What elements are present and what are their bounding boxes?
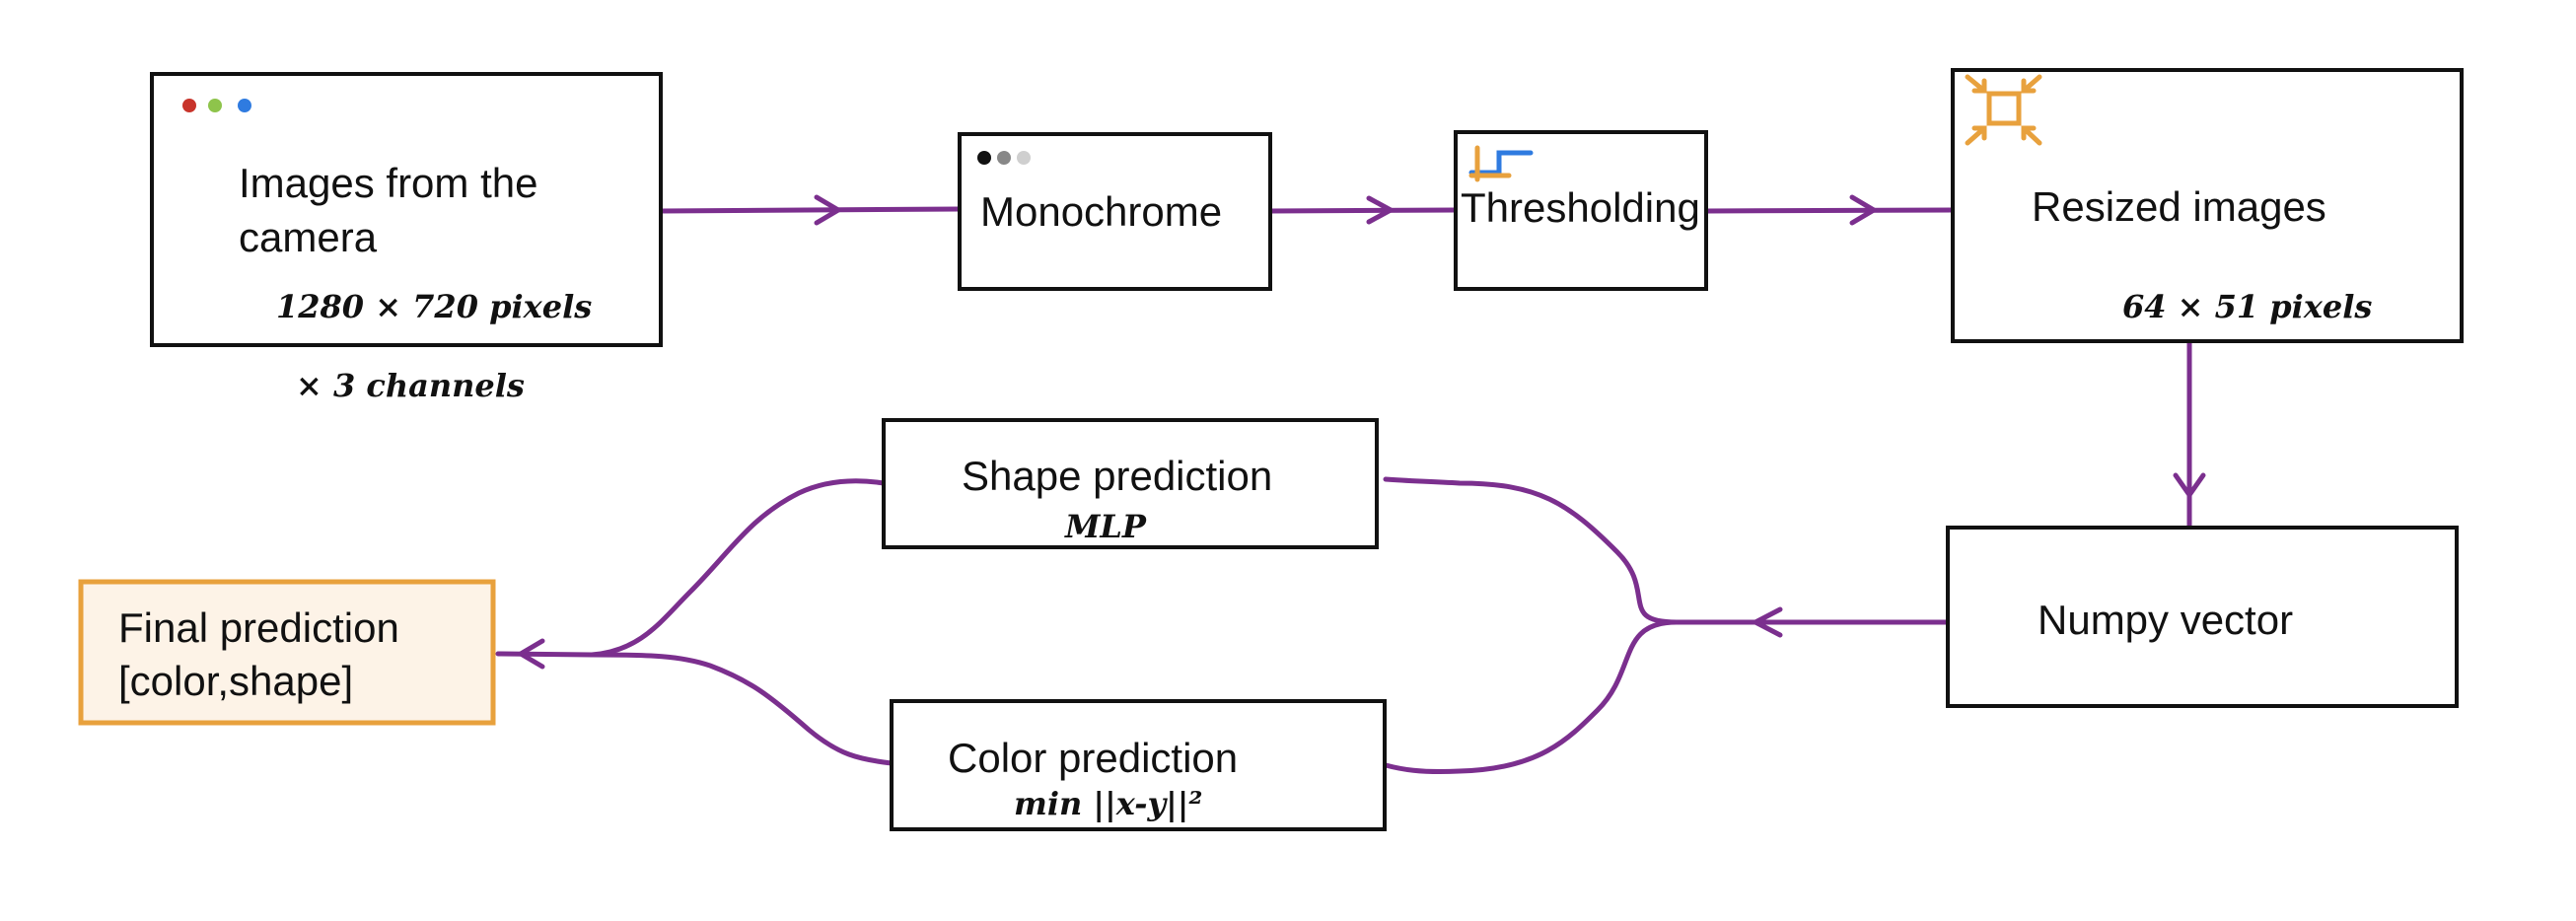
arrowhead-monochrome-thresholding <box>1366 195 1394 225</box>
numpy-label: Numpy vector <box>2038 597 2293 643</box>
node-color: Color prediction min ||x-y||² <box>890 699 1387 831</box>
resized-label: Resized images <box>2032 183 2326 230</box>
node-final: Final prediction [color,shape] <box>78 579 496 726</box>
node-monochrome: Monochrome <box>958 132 1272 291</box>
arrowhead-camera-monochrome <box>814 194 841 226</box>
shape-method-note: MLP <box>1064 508 1147 545</box>
color-label: Color prediction <box>948 735 1238 781</box>
node-resized: Resized images 64 × 51 pixels <box>1951 68 2464 343</box>
node-thresholding: Thresholding <box>1454 130 1708 291</box>
final-label-line2: [color,shape] <box>118 658 353 704</box>
node-numpy: Numpy vector <box>1946 526 2459 708</box>
arrowhead-merge-final <box>518 638 545 670</box>
gray-dots-icon <box>977 151 1031 165</box>
step-function-icon <box>1468 145 1534 182</box>
edge-shape-merge <box>589 478 887 658</box>
arrowheads <box>518 194 2206 670</box>
camera-resolution-note: 1280 × 720 pixels <box>276 288 592 325</box>
resized-resolution-note: 64 × 51 pixels <box>2122 288 2372 325</box>
arrowhead-resized-numpy <box>2173 472 2206 498</box>
arrowhead-numpy-split <box>1753 606 1783 638</box>
edge-split-color <box>1383 619 1680 775</box>
monochrome-label: Monochrome <box>980 188 1222 235</box>
arrowhead-thresholding-resized <box>1849 194 1877 226</box>
node-camera: Images from the camera 1280 × 720 pixels <box>150 72 663 347</box>
edge-thresholding-resized <box>1703 207 1956 214</box>
edge-color-merge <box>589 652 894 766</box>
window-dots-icon <box>182 99 251 112</box>
node-shape: Shape prediction MLP <box>882 418 1379 549</box>
thresholding-label: Thresholding <box>1461 184 1700 231</box>
edge-monochrome-thresholding <box>1267 207 1459 214</box>
edge-merge-final <box>495 651 595 658</box>
edges <box>495 206 2192 775</box>
color-method-note: min ||x-y||² <box>1014 785 1202 822</box>
shape-label: Shape prediction <box>962 453 1272 499</box>
resize-arrows-icon <box>1965 74 2042 146</box>
camera-label-line2: camera <box>239 214 378 260</box>
camera-label-line1: Images from the <box>239 160 537 206</box>
edge-split-shape <box>1383 476 1680 625</box>
edge-camera-monochrome <box>658 206 963 214</box>
camera-channels-note: × 3 channels <box>296 367 525 404</box>
final-label-line1: Final prediction <box>118 604 399 651</box>
